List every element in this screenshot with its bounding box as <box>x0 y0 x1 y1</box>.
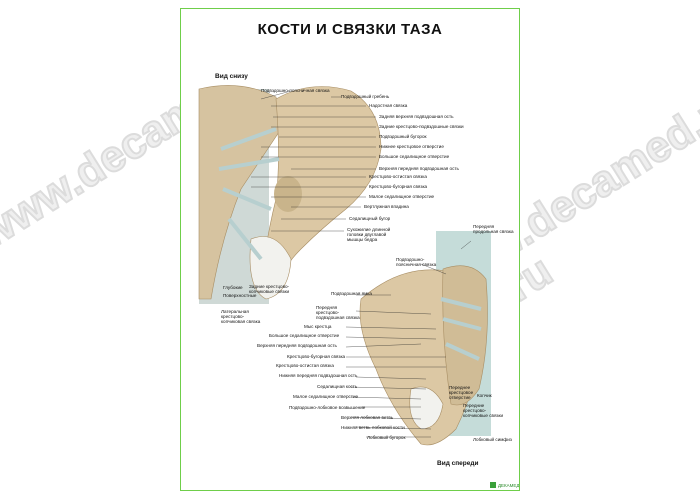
anatomy-front-label: Малое седалищное отверстие <box>293 394 359 399</box>
anatomy-front-label: Передняя крестцово-подвздошная связка <box>316 305 360 321</box>
anatomy-bottom-label: Большое седалищное отверстие <box>379 154 450 159</box>
anatomy-front-label: Переднее крестцовое отверстие <box>449 385 474 401</box>
anatomy-bottom-label: Седалищный бугор <box>349 216 391 221</box>
anatomy-bottom-label: Нижнее крестцовое отверстие <box>379 144 444 149</box>
view-bottom-label: Вид снизу <box>215 73 248 80</box>
anatomy-bottom-label: Подвздошный гребень <box>341 94 390 99</box>
anatomy-bottom-label: Сухожилие длинной головки двуглавой мышц… <box>347 227 391 243</box>
anatomy-bottom-label: Задние крестцово-подвздошные связки <box>379 124 464 129</box>
anatomy-bottom-left-label: Латеральная крестцово-копчиковая связка <box>221 309 261 325</box>
anatomy-bottom-label: Крестцово-остистая связка <box>369 174 427 179</box>
pelvis-front-view <box>345 231 491 446</box>
anatomy-front-label: Нижняя передняя подвздошная ость <box>279 373 358 378</box>
view-front-label: Вид спереди <box>437 460 479 467</box>
obturator-foramen <box>249 236 292 300</box>
pelvis-illustrations <box>198 85 491 446</box>
anatomy-front-label: Лобковый бугорок <box>367 435 406 440</box>
anatomy-front-label: Крестцово-бугорная связка <box>287 354 346 359</box>
anatomy-front-label: Мыс крестца <box>304 324 332 329</box>
anatomy-front-label: Передняя продольная связка <box>473 224 514 235</box>
anatomy-front-label: Подвздошно-лобковое возвышение <box>289 405 366 410</box>
page-title: КОСТИ И СВЯЗКИ ТАЗА <box>257 21 443 38</box>
acetabulum <box>274 176 302 212</box>
leader-lines-front <box>345 240 472 438</box>
anatomy-bottom-left-label: Глубокие <box>223 285 243 290</box>
anatomy-bottom-label: Малое седалищное отверстие <box>369 194 435 199</box>
anatomy-front-label: Нижняя ветвь лобковой кости <box>341 425 405 430</box>
leader-lines-bottom <box>251 90 376 232</box>
anatomy-front-label: Верхняя передняя подвздошная ость <box>257 343 337 348</box>
front-ligament-bands <box>440 297 482 361</box>
ligament-bands <box>218 127 280 261</box>
anatomy-front-label: Верхняя лобковая ветвь <box>341 415 394 420</box>
anatomy-front-label: Подвздошно-поясничная связка <box>396 257 437 268</box>
anatomy-front-label: Лобковый симфиз <box>473 437 512 442</box>
obturator-front <box>409 386 444 430</box>
logo-text: ДЕКАМЕД <box>498 482 520 488</box>
anatomy-bottom-label: Подвздошно-поясничная связка <box>261 88 330 93</box>
anatomy-bottom-label: Крестцово-бугорная связка <box>369 184 428 189</box>
pelvis-bottom-view <box>198 85 382 304</box>
poster: КОСТИ И СВЯЗКИ ТАЗА <box>180 8 520 491</box>
logo: ДЕКАМЕД <box>490 482 519 488</box>
anatomy-front-label: Седалищная кость <box>317 384 358 389</box>
anatomy-bottom-label: Надостная связка <box>369 103 408 108</box>
anatomy-front-label: Передние крестцово-копчиковые связки <box>463 403 504 419</box>
anatomy-bottom-label: Задняя верхняя подвздошная ость <box>379 114 454 119</box>
sacrum-bone <box>198 85 282 300</box>
anatomy-bottom-label: Подвздошный бугорок <box>379 134 427 139</box>
anatomy-front-label: Копчик <box>477 393 492 398</box>
anatomy-bottom-left-label: Задние крестцово-копчиковые связки <box>249 284 290 295</box>
anatomy-bottom-label: Вертлужная впадина <box>364 204 409 209</box>
anatomy-bottom-label: Верхняя передняя подвздошная ость <box>379 166 459 171</box>
anatomy-bottom-left-label: Поверхностные <box>223 293 257 298</box>
anatomy-front-label: Подвздошная ямка <box>331 291 372 296</box>
anatomy-front-label: Крестцово-остистая связка <box>276 363 334 368</box>
logo-icon <box>490 482 496 488</box>
anatomy-front-label: Большое седалищное отверстие <box>269 333 340 338</box>
